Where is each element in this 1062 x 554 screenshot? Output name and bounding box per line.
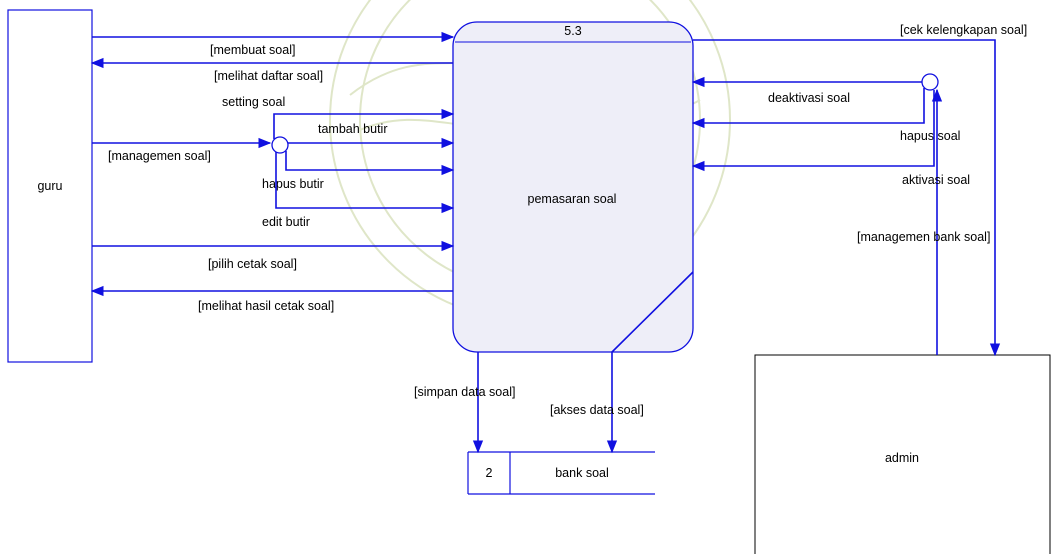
process-number: 5.3	[564, 24, 581, 38]
label-aktivasi-soal: aktivasi soal	[902, 173, 970, 187]
branch-node-admin	[922, 74, 938, 90]
flow-cek-kelengkapan-soal	[693, 40, 995, 355]
label-pilih-cetak-soal: [pilih cetak soal]	[208, 257, 297, 271]
label-deaktivasi-soal: deaktivasi soal	[768, 91, 850, 105]
label-hapus-butir: hapus butir	[262, 177, 324, 191]
label-hapus-soal: hapus soal	[900, 129, 960, 143]
datastore-id: 2	[486, 466, 493, 480]
process-box	[453, 22, 693, 352]
label-managemen-soal: [managemen soal]	[108, 149, 211, 163]
branch-node-guru	[272, 137, 288, 153]
label-managemen-bank-soal: [managemen bank soal]	[857, 230, 990, 244]
label-melihat-daftar-soal: [melihat daftar soal]	[214, 69, 323, 83]
label-edit-butir: edit butir	[262, 215, 310, 229]
label-cek-kelengkapan-soal: [cek kelengkapan soal]	[900, 23, 1027, 37]
label-setting-soal: setting soal	[222, 95, 285, 109]
label-melihat-hasil-cetak-soal: [melihat hasil cetak soal]	[198, 299, 334, 313]
entity-guru-label: guru	[37, 179, 62, 193]
label-akses-data-soal: [akses data soal]	[550, 403, 644, 417]
label-simpan-data-soal: [simpan data soal]	[414, 385, 515, 399]
datastore-name: bank soal	[555, 466, 609, 480]
entity-admin-label: admin	[885, 451, 919, 465]
label-membuat-soal: [membuat soal]	[210, 43, 295, 57]
flow-hapus-butir	[286, 151, 453, 170]
label-tambah-butir: tambah butir	[318, 122, 387, 136]
process-name: pemasaran soal	[528, 192, 617, 206]
